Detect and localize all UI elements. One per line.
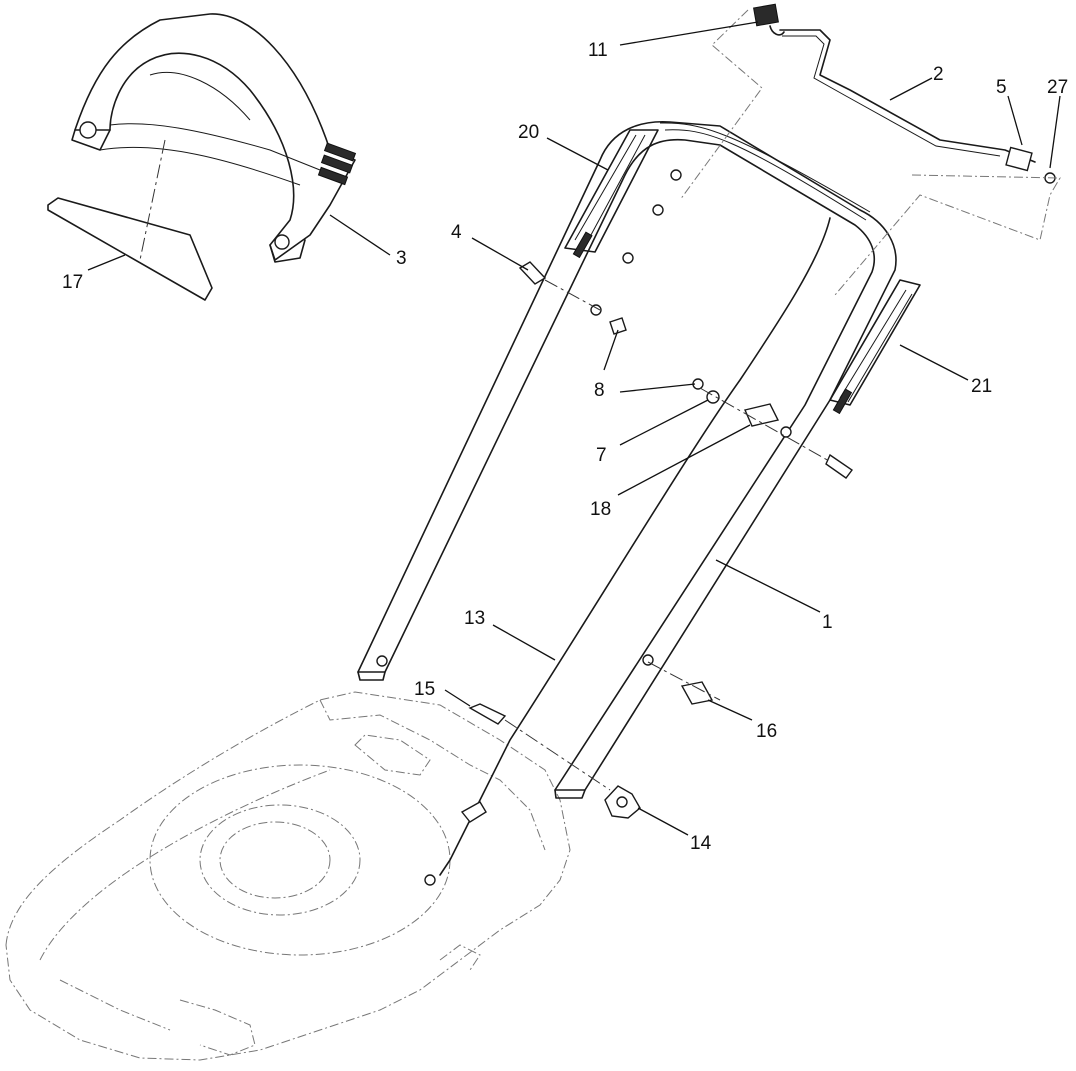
cable-clip	[460, 801, 487, 823]
control-bar	[71, 13, 357, 263]
control-cable	[439, 217, 831, 876]
callout-14: 14	[690, 833, 712, 854]
callout-18: 18	[590, 499, 611, 520]
callout-20: 20	[518, 122, 539, 143]
bolt	[825, 453, 853, 479]
handle-assembly	[357, 120, 897, 799]
callout-7: 7	[596, 445, 607, 466]
callout-labels: 11 2 5 27 20 3 17 4 8 21 7 18 1 13 15 16…	[62, 40, 1068, 854]
callout-2: 2	[933, 64, 944, 85]
clamp-18	[744, 403, 780, 427]
screw-4	[518, 261, 601, 311]
callout-16: 16	[756, 721, 777, 742]
callout-11: 11	[588, 40, 608, 61]
bolt-15	[468, 703, 611, 791]
callout-27: 27	[1047, 77, 1068, 98]
callout-13: 13	[464, 608, 485, 629]
callout-17: 17	[62, 272, 83, 293]
decal	[47, 197, 213, 301]
callout-1: 1	[822, 612, 833, 633]
handle-grip-left	[564, 129, 659, 259]
knob-14	[604, 785, 641, 819]
leader-lines	[87, 21, 1061, 836]
callout-3: 3	[396, 248, 407, 269]
cable-guide-16	[647, 661, 721, 705]
control-linkage	[753, 3, 1056, 184]
callout-5: 5	[996, 77, 1007, 98]
handle-grip-right	[829, 279, 921, 415]
centerline-decal	[139, 139, 166, 261]
callout-21: 21	[971, 376, 992, 397]
centerline-bolt	[699, 387, 846, 471]
phantom-link-upper	[679, 9, 763, 201]
phantom-link-right	[834, 174, 1061, 296]
cable-end	[424, 874, 436, 886]
mower-deck-phantom	[5, 691, 571, 1061]
nut-8-upper	[609, 317, 627, 335]
callout-15: 15	[414, 679, 435, 700]
callout-4: 4	[451, 222, 462, 243]
callout-8: 8	[594, 380, 605, 401]
